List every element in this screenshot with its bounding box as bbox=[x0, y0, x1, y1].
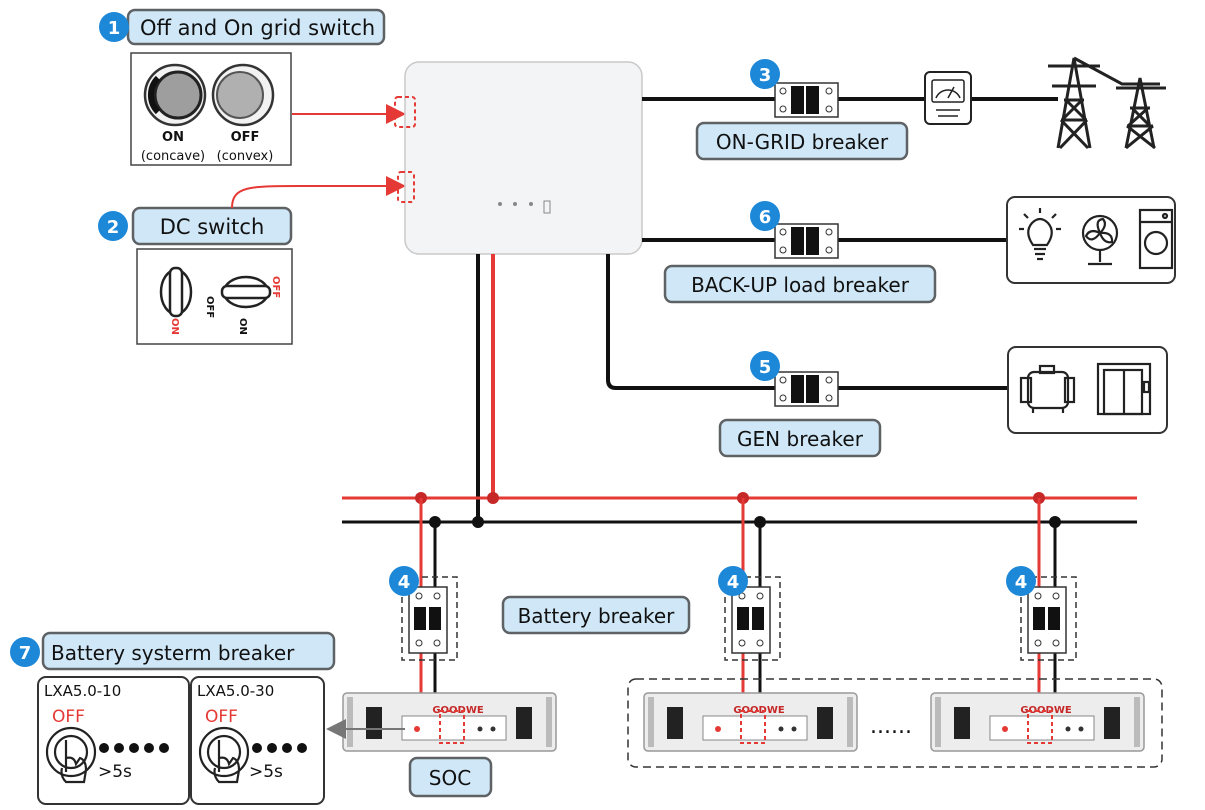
soc-label: SOC bbox=[408, 756, 493, 798]
backup-loads-box bbox=[1006, 196, 1176, 284]
model-1-state: OFF bbox=[52, 707, 85, 727]
callout-4c-number: 4 bbox=[1015, 572, 1028, 593]
battery-group-box bbox=[627, 678, 1163, 768]
battery-brand-2: GOODWE bbox=[733, 705, 785, 716]
callout-7-number: 7 bbox=[19, 643, 32, 664]
dc-knob2-on-label: ON bbox=[237, 318, 248, 335]
hand-press-icon bbox=[45, 726, 97, 784]
battery-module-1: GOODWE bbox=[342, 692, 557, 752]
battery-brand-3: GOODWE bbox=[1020, 705, 1072, 716]
meter-icon bbox=[924, 71, 972, 125]
callout-6-text: BACK-UP load breaker bbox=[691, 273, 910, 297]
grid-switch-off-sub: (convex) bbox=[217, 149, 274, 164]
callout-2-text: DC switch bbox=[160, 215, 265, 239]
callout-5-text: GEN breaker bbox=[737, 427, 864, 451]
backup-load-breaker bbox=[774, 223, 839, 259]
inverter bbox=[394, 61, 643, 255]
callout-1: 1 Off and On grid switch bbox=[99, 8, 386, 46]
switch-off-convex-icon bbox=[211, 63, 275, 127]
dc-knob-on-icon bbox=[159, 266, 193, 318]
model-2-name: LXA5.0-30 bbox=[197, 682, 274, 700]
model-2-state: OFF bbox=[205, 707, 238, 727]
callout-7-text: Battery systerm breaker bbox=[51, 641, 295, 665]
callout-3-number: 3 bbox=[759, 65, 772, 86]
battery-breaker-text: Battery breaker bbox=[518, 604, 676, 628]
battery-module-3: GOODWE bbox=[930, 692, 1145, 752]
callout-6: 6 BACK-UP load breaker bbox=[663, 201, 937, 304]
model-2-hold: >5s bbox=[249, 762, 283, 782]
grid-switch-off-label: OFF bbox=[231, 130, 260, 145]
callout-6-number: 6 bbox=[759, 207, 772, 228]
hand-press-icon bbox=[198, 726, 250, 784]
fan-icon bbox=[1081, 214, 1119, 266]
battery-breaker-2 bbox=[724, 576, 781, 661]
callout-4a-number: 4 bbox=[398, 572, 411, 593]
battery-breaker-label: Battery breaker bbox=[501, 595, 691, 635]
grid-switch-on-sub: (concave) bbox=[141, 149, 205, 164]
dc-knob1-on-label: ON bbox=[169, 318, 180, 335]
soc-text: SOC bbox=[429, 766, 471, 790]
generator-icon bbox=[1019, 364, 1076, 413]
grid-switch-on-label: ON bbox=[162, 130, 184, 145]
model-1-hold: >5s bbox=[98, 762, 132, 782]
bulb-icon bbox=[1019, 208, 1061, 261]
elevator-icon bbox=[1096, 362, 1152, 416]
callout-5: 5 GEN breaker bbox=[718, 351, 882, 458]
battery-breaker-1 bbox=[401, 576, 458, 661]
battery-ellipsis: ...... bbox=[870, 714, 912, 739]
callout-3-text: ON-GRID breaker bbox=[716, 130, 889, 154]
gen-loads-box bbox=[1007, 346, 1168, 434]
switch-on-concave-icon bbox=[143, 63, 207, 127]
model-panel-2: LXA5.0-30 OFF >5s bbox=[190, 676, 325, 805]
gen-breaker bbox=[774, 371, 839, 407]
grid-switch-panel: ON OFF (concave) (convex) bbox=[130, 52, 292, 166]
dc-switch-panel: OFF ON OFF ON bbox=[136, 248, 293, 345]
callout-1-number: 1 bbox=[108, 18, 121, 39]
washer-icon bbox=[1138, 208, 1174, 270]
dc-switch-pointer bbox=[231, 176, 406, 209]
callout-5-number: 5 bbox=[759, 357, 772, 378]
model-panel-1: LXA5.0-10 OFF >5s bbox=[37, 676, 190, 805]
dc-knob-off-icon bbox=[220, 275, 272, 309]
dc-knob1-off-label: OFF bbox=[204, 296, 215, 318]
callout-4b-number: 4 bbox=[727, 572, 740, 593]
callout-7: 7 Battery systerm breaker bbox=[10, 631, 336, 671]
callout-2-number: 2 bbox=[107, 217, 120, 238]
battery-breaker-3 bbox=[1020, 576, 1077, 661]
dc-knob2-off-label: OFF bbox=[270, 276, 281, 298]
callout-2: 2 DC switch bbox=[98, 206, 293, 246]
pylon-icon bbox=[1048, 56, 1166, 150]
on-grid-breaker bbox=[774, 82, 839, 118]
callout-1-text: Off and On grid switch bbox=[140, 16, 375, 40]
battery-module-2: GOODWE bbox=[643, 692, 858, 752]
battery-brand-1: GOODWE bbox=[432, 705, 484, 716]
model-1-name: LXA5.0-10 bbox=[44, 682, 121, 700]
callout-3: 3 ON-GRID breaker bbox=[695, 59, 909, 161]
wiring bbox=[342, 97, 1137, 720]
callout-4-badges: 4 4 4 bbox=[389, 566, 1036, 596]
